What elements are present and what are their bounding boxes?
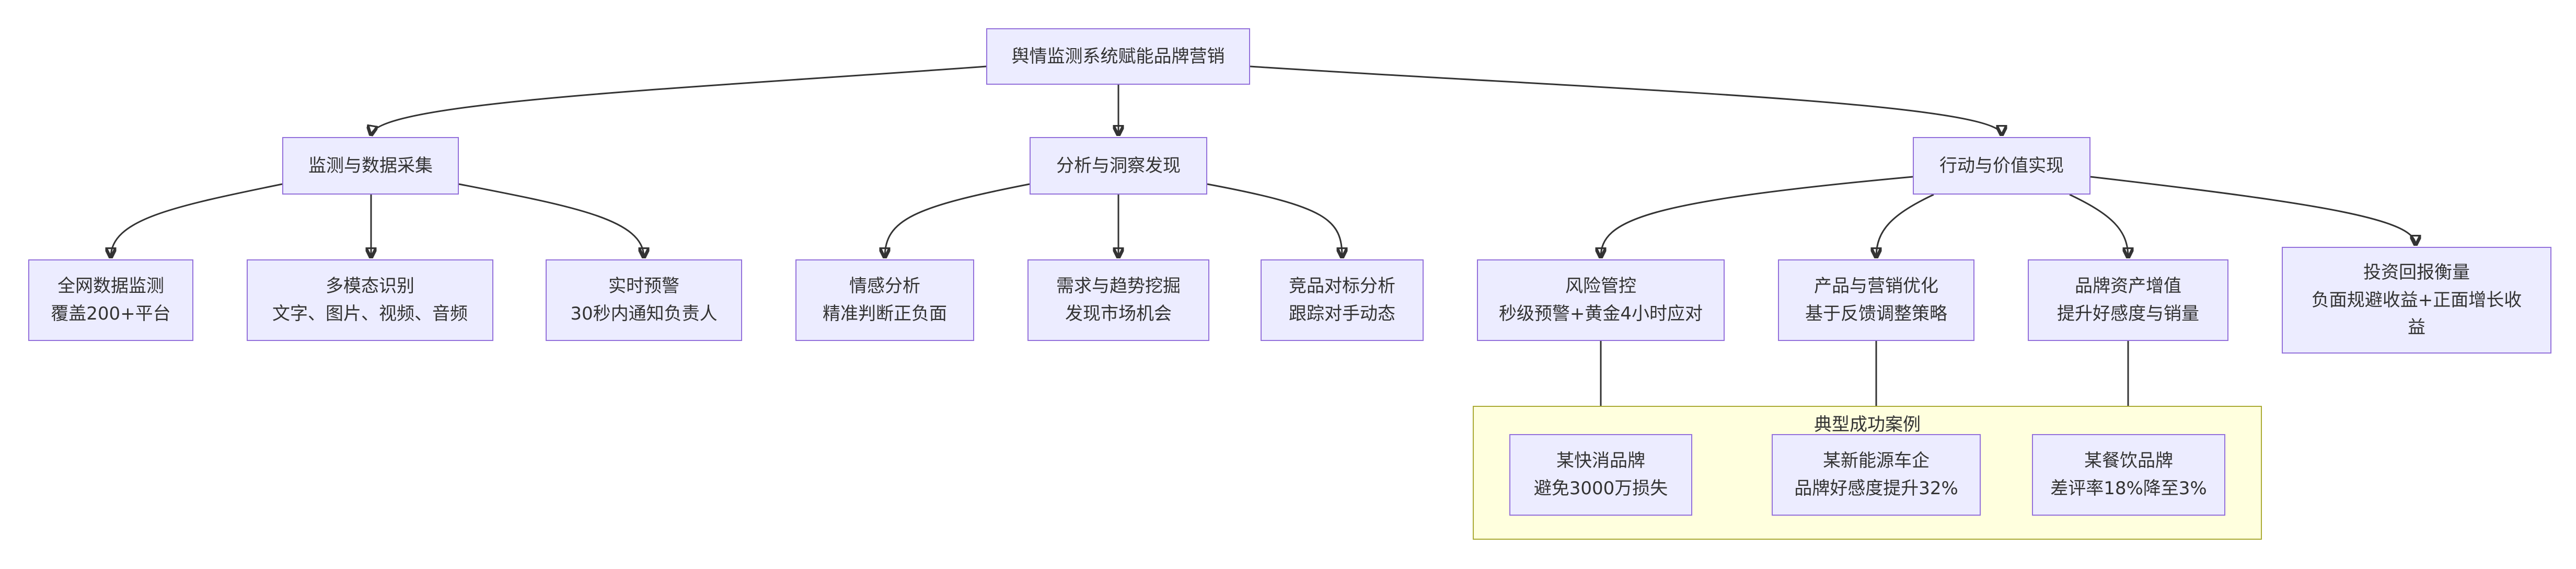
leaf-brand-node: 品牌资产增值 提升好感度与销量 bbox=[2028, 259, 2228, 341]
cases-group-title: 典型成功案例 bbox=[1814, 414, 1921, 435]
leaf-multimodal-desc: 文字、图片、视频、音频 bbox=[272, 303, 468, 324]
leaf-sentiment-title: 情感分析 bbox=[849, 276, 920, 297]
root-node: 舆情监测系统赋能品牌营销 bbox=[986, 28, 1250, 85]
leaf-allnet-desc: 覆盖200+平台 bbox=[51, 303, 171, 324]
edge-monitor-allnet bbox=[111, 183, 283, 257]
leaf-multimodal-node: 多模态识别 文字、图片、视频、音频 bbox=[247, 259, 493, 341]
leaf-alert-node: 实时预警 30秒内通知负责人 bbox=[546, 259, 742, 341]
leaf-alert-desc: 30秒内通知负责人 bbox=[570, 303, 718, 324]
leaf-competitor-title: 竞品对标分析 bbox=[1289, 276, 1395, 297]
leaf-roi-title: 投资回报衡量 bbox=[2363, 261, 2470, 283]
edge-action-brand bbox=[2069, 194, 2128, 257]
branch-analysis-label: 分析与洞察发现 bbox=[1056, 155, 1181, 176]
case-ev-desc: 品牌好感度提升32% bbox=[1794, 478, 1958, 499]
branch-action-label: 行动与价值实现 bbox=[1939, 155, 2064, 176]
leaf-competitor-desc: 跟踪对手动态 bbox=[1289, 303, 1395, 324]
edge-root-monitor bbox=[371, 65, 987, 135]
leaf-brand-desc: 提升好感度与销量 bbox=[2057, 303, 2199, 324]
branch-monitor-node: 监测与数据采集 bbox=[282, 137, 459, 195]
leaf-trend-desc: 发现市场机会 bbox=[1065, 303, 1172, 324]
case-fmcg-node: 某快消品牌 避免3000万损失 bbox=[1509, 434, 1692, 516]
case-ev-node: 某新能源车企 品牌好感度提升32% bbox=[1772, 434, 1981, 516]
leaf-trend-title: 需求与趋势挖掘 bbox=[1056, 276, 1181, 297]
leaf-allnet-node: 全网数据监测 覆盖200+平台 bbox=[28, 259, 193, 341]
edge-analysis-competitor bbox=[1207, 183, 1342, 257]
leaf-roi-desc: 负面规避收益+正面增长收 bbox=[2311, 289, 2522, 311]
leaf-risk-desc: 秒级预警+黄金4小时应对 bbox=[1498, 303, 1703, 324]
leaf-allnet-title: 全网数据监测 bbox=[57, 276, 164, 297]
edge-action-roi bbox=[2090, 176, 2416, 245]
case-fmcg-title: 某快消品牌 bbox=[1556, 450, 1645, 472]
leaf-product-title: 产品与营销优化 bbox=[1814, 276, 1938, 297]
branch-action-node: 行动与价值实现 bbox=[1913, 137, 2090, 195]
case-food-title: 某餐饮品牌 bbox=[2084, 450, 2173, 472]
leaf-product-desc: 基于反馈调整策略 bbox=[1805, 303, 1947, 324]
branch-monitor-label: 监测与数据采集 bbox=[308, 155, 433, 176]
edge-monitor-alert bbox=[458, 183, 644, 257]
case-ev-title: 某新能源车企 bbox=[1823, 450, 1930, 472]
edge-root-action bbox=[1250, 65, 2002, 135]
case-food-desc: 差评率18%降至3% bbox=[2050, 478, 2207, 499]
leaf-competitor-node: 竞品对标分析 跟踪对手动态 bbox=[1261, 259, 1424, 341]
leaf-trend-node: 需求与趋势挖掘 发现市场机会 bbox=[1027, 259, 1209, 341]
edge-action-product bbox=[1876, 194, 1934, 257]
leaf-product-node: 产品与营销优化 基于反馈调整策略 bbox=[1778, 259, 1974, 341]
leaf-roi-desc-wrap: 益 bbox=[2408, 317, 2425, 338]
case-food-node: 某餐饮品牌 差评率18%降至3% bbox=[2032, 434, 2225, 516]
leaf-sentiment-desc: 精准判断正负面 bbox=[823, 303, 947, 324]
leaf-risk-title: 风险管控 bbox=[1565, 276, 1636, 297]
leaf-alert-title: 实时预警 bbox=[608, 276, 679, 297]
edge-action-risk bbox=[1601, 176, 1913, 257]
leaf-risk-node: 风险管控 秒级预警+黄金4小时应对 bbox=[1477, 259, 1725, 341]
leaf-roi-node: 投资回报衡量 负面规避收益+正面增长收 益 bbox=[2282, 247, 2551, 354]
leaf-sentiment-node: 情感分析 精准判断正负面 bbox=[795, 259, 974, 341]
root-label: 舆情监测系统赋能品牌营销 bbox=[1011, 45, 1225, 67]
edge-analysis-sentiment bbox=[885, 183, 1030, 257]
branch-analysis-node: 分析与洞察发现 bbox=[1030, 137, 1207, 195]
leaf-multimodal-title: 多模态识别 bbox=[326, 276, 414, 297]
case-fmcg-desc: 避免3000万损失 bbox=[1533, 478, 1668, 499]
leaf-brand-title: 品牌资产增值 bbox=[2075, 276, 2181, 297]
